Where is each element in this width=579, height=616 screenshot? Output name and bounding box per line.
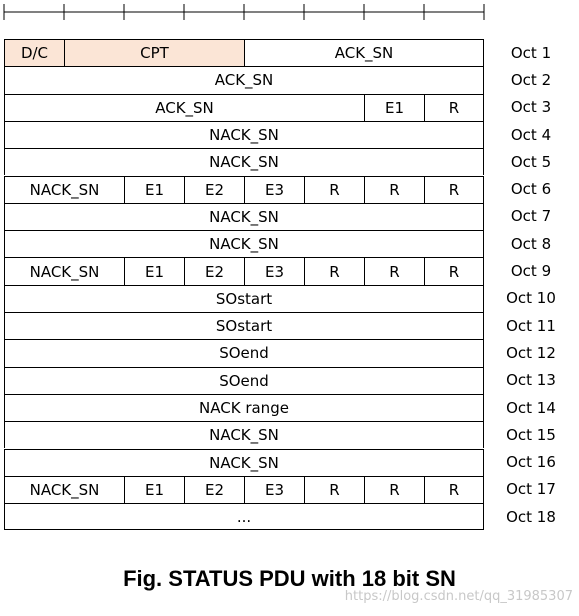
field-cell: SOend (4, 339, 484, 367)
pdu-row: ACK_SN (4, 66, 484, 94)
octet-label: Oct 6 (510, 180, 552, 199)
octet-label: Oct 13 (506, 371, 556, 390)
field-cell: E1 (364, 93, 424, 121)
octet-label: Oct 1 (510, 43, 552, 62)
bit-ruler (3, 4, 485, 20)
field-cell: ACK_SN (4, 66, 484, 94)
pdu-row: ... (4, 503, 484, 531)
pdu-row: NACK_SN (4, 421, 484, 449)
field-cell: E1 (124, 257, 184, 285)
pdu-row: NACK_SN (4, 448, 484, 476)
pdu-row: NACK_SN (4, 202, 484, 231)
field-cell: NACK_SN (4, 257, 124, 285)
octet-label: Oct 2 (510, 70, 552, 89)
pdu-row: SOend (4, 339, 484, 367)
pdu-row: NACK range (4, 393, 484, 422)
octet-label: Oct 18 (506, 507, 556, 526)
octet-label: Oct 16 (506, 453, 556, 472)
field-cell: R (424, 257, 484, 285)
field-cell: NACK_SN (4, 120, 484, 149)
field-cell: E3 (244, 475, 304, 504)
field-cell: E3 (244, 257, 304, 285)
field-cell: R (304, 257, 364, 285)
field-cell: NACK_SN (4, 148, 484, 176)
field-cell: R (424, 175, 484, 203)
pdu-row: NACK_SN (4, 148, 484, 176)
field-cell: NACK_SN (4, 421, 484, 449)
field-cell: E2 (184, 475, 244, 504)
field-cell: D/C (4, 39, 64, 67)
pdu-row: NACK_SN (4, 120, 484, 149)
octet-label: Oct 7 (510, 207, 552, 226)
octet-label: Oct 10 (506, 289, 556, 308)
field-cell: R (304, 475, 364, 504)
pdu-row: SOstart (4, 284, 484, 312)
octet-label: Oct 5 (510, 152, 552, 171)
pdu-row: SOstart (4, 312, 484, 340)
field-cell: R (424, 475, 484, 504)
field-cell: NACK_SN (4, 230, 484, 258)
octet-label: Oct 17 (506, 480, 556, 499)
field-cell: E3 (244, 175, 304, 203)
watermark: https://blog.csdn.net/qq_31985307 (344, 589, 573, 604)
field-cell: R (364, 475, 424, 504)
field-cell: NACK_SN (4, 475, 124, 504)
pdu-row: NACK_SN (4, 230, 484, 258)
field-cell: ACK_SN (4, 93, 364, 121)
octet-label: Oct 4 (510, 125, 552, 144)
field-cell: NACK_SN (4, 202, 484, 231)
field-cell: E1 (124, 475, 184, 504)
octet-label: Oct 8 (510, 234, 552, 253)
field-cell: R (364, 175, 424, 203)
field-cell: NACK_SN (4, 448, 484, 476)
field-cell: SOstart (4, 312, 484, 340)
field-cell: E2 (184, 175, 244, 203)
octet-label: Oct 3 (510, 98, 552, 117)
field-cell: NACK range (4, 393, 484, 422)
field-cell: NACK_SN (4, 175, 124, 203)
octet-label: Oct 9 (510, 262, 552, 281)
field-cell: R (304, 175, 364, 203)
octet-label: Oct 15 (506, 425, 556, 444)
field-cell: ACK_SN (244, 39, 484, 67)
field-cell: E1 (124, 175, 184, 203)
pdu-row: SOend (4, 366, 484, 394)
octet-label: Oct 14 (506, 398, 556, 417)
field-cell: SOend (4, 366, 484, 394)
field-cell: ... (4, 503, 484, 531)
field-cell: SOstart (4, 284, 484, 312)
figure-caption: Fig. STATUS PDU with 18 bit SN (123, 566, 456, 591)
octet-label: Oct 11 (506, 316, 556, 335)
field-cell: R (424, 93, 484, 121)
octet-label: Oct 12 (506, 343, 556, 362)
field-cell: R (364, 257, 424, 285)
field-cell: CPT (64, 39, 244, 67)
field-cell: E2 (184, 257, 244, 285)
